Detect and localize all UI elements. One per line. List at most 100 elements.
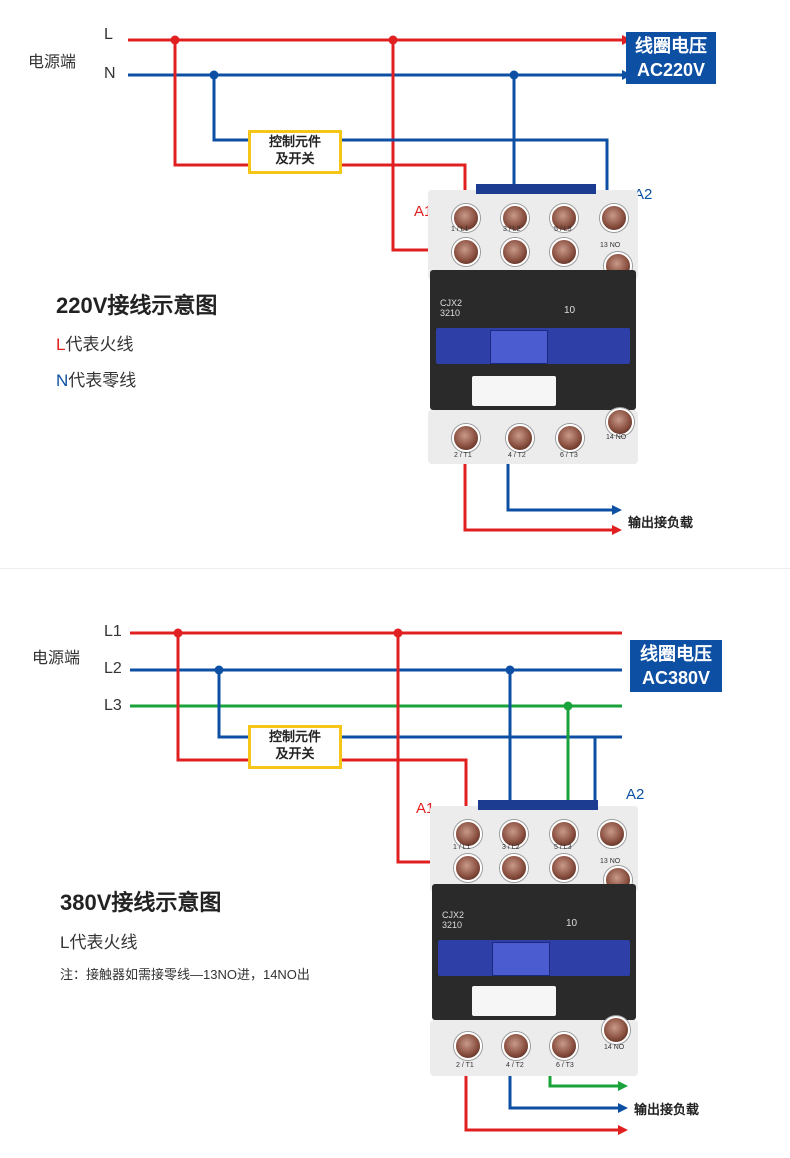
diagram-title: 220V接线示意图: [56, 293, 218, 318]
control-switch-box: 控制元件 及开关: [248, 725, 342, 769]
output-load-label: 输出接负载: [634, 1102, 700, 1117]
section-divider: [0, 568, 790, 569]
terminal-label-14NO: 14 NO: [606, 434, 627, 441]
wiring-lines-220v: [128, 35, 632, 535]
terminal-A1: [452, 204, 480, 232]
legend-key-N: N: [56, 371, 69, 390]
terminal-L1: [454, 854, 482, 882]
control-box-line2: 及开关: [275, 151, 315, 166]
terminal-label-13NO: 13 NO: [600, 858, 621, 865]
terminal-label-T1: 2 / T1: [454, 452, 472, 459]
terminal-label-T1: 2 / T1: [456, 1062, 474, 1069]
terminal-14NO: [606, 408, 634, 436]
indicator-window: [472, 986, 556, 1016]
terminal-label-T2: 4 / T2: [508, 452, 526, 459]
legend-key-L: L: [56, 335, 66, 354]
terminal-label-14NO: 14 NO: [604, 1044, 625, 1051]
terminal-coil-mid: [550, 820, 578, 848]
output-wire-T1: [463, 455, 612, 532]
terminal-A1-mid: [500, 820, 528, 848]
a2-label: A2: [626, 786, 645, 803]
coil-voltage-badge: 线圈电压 AC220V: [626, 32, 716, 84]
terminal-T2: [502, 1032, 530, 1060]
contactor: 1 / L1 3 / L2 5 / L3 13 NO CJX2 3210 10 …: [428, 180, 638, 480]
contact-slider: [490, 330, 548, 364]
control-switch-box: 控制元件 及开关: [248, 130, 342, 174]
output-load-label: 输出接负载: [628, 515, 694, 530]
terminal-label-L1: 1 / L1: [453, 844, 471, 851]
model-name: CJX2 3210: [442, 910, 464, 930]
terminal-T3: [556, 424, 584, 452]
terminal-A2: [598, 820, 626, 848]
terminal-T2: [506, 424, 534, 452]
terminal-label-L2: 3 / L2: [502, 844, 520, 851]
a2-label: A2: [634, 186, 653, 203]
coil-voltage-value: AC380V: [641, 668, 711, 688]
legend-text-N: 代表零线: [68, 371, 137, 390]
terminal-label-T3: 6 / T3: [556, 1062, 574, 1069]
terminal-coil-mid: [550, 204, 578, 232]
terminal-L2: [501, 238, 529, 266]
terminal-label-L3: 5 / L3: [554, 844, 572, 851]
terminal-label-T2: 4 / T2: [506, 1062, 524, 1069]
model-line2: 3210: [442, 920, 463, 930]
wire-L2-to-control: [217, 670, 250, 739]
terminal-L1: [452, 238, 480, 266]
terminal-label-13NO: 13 NO: [600, 242, 621, 249]
legend-live: L代表火线: [56, 330, 133, 355]
contactor: 1 / L1 3 / L2 5 / L3 13 NO CJX2 3210 10 …: [430, 800, 638, 1100]
line-label-L3: L3: [104, 697, 122, 714]
coil-voltage-title: 线圈电压: [635, 36, 707, 56]
terminal-T1: [454, 1032, 482, 1060]
wiring-diagram-380v: 电源端 L1 L2 L3 线圈电压 AC380V 控制元件 及开关 A1 A2 …: [0, 592, 790, 1158]
terminal-A2: [600, 204, 628, 232]
terminal-A1: [454, 820, 482, 848]
terminal-L2: [500, 854, 528, 882]
indicator-window: [472, 376, 556, 406]
source-label: 电源端: [28, 54, 77, 71]
model-line1: CJX2: [440, 298, 463, 308]
terminal-T1: [452, 424, 480, 452]
terminal-T3: [550, 1032, 578, 1060]
source-label: 电源端: [32, 650, 81, 667]
model-name: CJX2 3210: [440, 298, 462, 318]
line-label-L: L: [104, 26, 113, 43]
line-label-L1: L1: [104, 623, 122, 640]
neutral-note: 注：接触器如需接零线—13NO进，14NO出: [60, 967, 310, 982]
terminal-14NO: [602, 1016, 630, 1044]
wire-L1-to-control: [176, 633, 250, 762]
diagram-title: 380V接线示意图: [60, 890, 222, 915]
terminal-label-L2: 3 / L2: [503, 226, 521, 233]
wire-N-to-control: [212, 75, 252, 142]
coil-voltage-badge: 线圈电压 AC380V: [630, 640, 722, 692]
wire-L-to-control: [173, 40, 252, 167]
model-line1: CJX2: [442, 910, 465, 920]
terminal-label-T3: 6 / T3: [560, 452, 578, 459]
model-line2: 3210: [440, 308, 461, 318]
line-label-N: N: [104, 65, 116, 82]
output-wire-T2: [506, 455, 612, 512]
model-number: 10: [566, 918, 578, 929]
a1-label: A1: [416, 800, 435, 817]
terminal-L3: [550, 854, 578, 882]
legend-live: L代表火线: [60, 933, 138, 952]
coil-strip: [478, 800, 598, 810]
terminal-A1-mid: [501, 204, 529, 232]
contact-slider: [492, 942, 550, 976]
a1-label: A1: [414, 203, 433, 220]
control-box-line1: 控制元件: [268, 134, 321, 149]
wiring-lines-380v: [130, 628, 628, 1135]
terminal-L3: [550, 238, 578, 266]
terminal-label-L3: 5 / L3: [554, 226, 572, 233]
coil-voltage-value: AC220V: [636, 60, 706, 80]
coil-strip: [476, 184, 596, 194]
control-box-line1: 控制元件: [268, 729, 321, 744]
legend-neutral: N代表零线: [56, 366, 136, 391]
terminal-label-L1: 1 / L1: [451, 226, 469, 233]
coil-voltage-title: 线圈电压: [640, 644, 712, 664]
line-label-L2: L2: [104, 660, 122, 677]
legend-text-L: 代表火线: [65, 335, 134, 354]
wiring-diagram-220v: 电源端 L N 线圈电压 AC220V 控制元件 及开关 A1 A2 1 / L…: [0, 0, 790, 560]
control-box-line2: 及开关: [275, 746, 315, 761]
model-number: 10: [564, 305, 576, 316]
